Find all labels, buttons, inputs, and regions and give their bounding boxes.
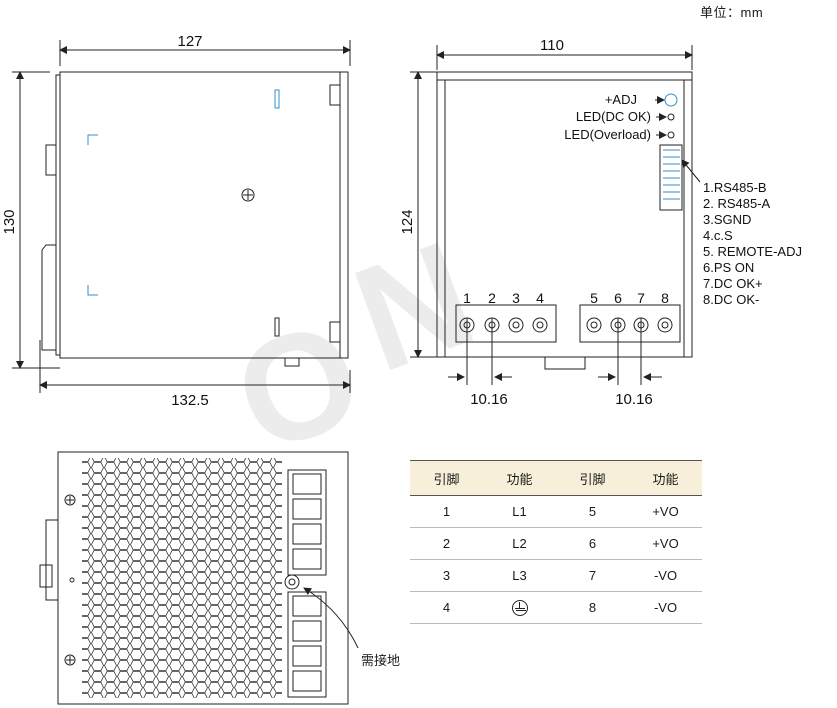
side-width-top-dimension: 127	[177, 33, 202, 50]
pitch-right-dimension: 10.16	[615, 391, 653, 408]
table-cell: L2	[483, 527, 556, 560]
column-header: 功能	[483, 460, 556, 496]
side-width-bottom-dimension: 132.5	[171, 392, 209, 409]
front-width-dimension: 110	[540, 37, 564, 54]
rs485-pin: 4.c.S	[703, 228, 733, 243]
side-view	[12, 40, 351, 393]
table-header-row: 引脚 功能 引脚 功能	[410, 460, 702, 496]
table-row: 1 L1 5 +VO	[410, 495, 702, 528]
pitch-left-dimension: 10.16	[470, 391, 508, 408]
rs485-pin-list: 1.RS485-B 2. RS485-A 3.SGND 4.c.S 5. REM…	[703, 180, 802, 307]
table-cell: 2	[410, 527, 483, 560]
led-dc-ok-label: LED(DC OK)	[576, 109, 651, 124]
table-row: 2 L2 6 +VO	[410, 527, 702, 560]
table-cell	[483, 591, 556, 624]
terminal-number: 6	[614, 290, 622, 306]
rs485-pin: 1.RS485-B	[703, 180, 767, 195]
terminal-number: 7	[637, 290, 645, 306]
table-cell: -VO	[629, 559, 702, 592]
table-cell: 7	[556, 559, 629, 592]
table-cell: +VO	[629, 527, 702, 560]
adj-label: +ADJ	[605, 92, 637, 107]
led-overload-label: LED(Overload)	[564, 127, 651, 142]
table-cell: 1	[410, 495, 483, 528]
ground-required-note: 需接地	[361, 653, 401, 668]
terminal-number: 2	[488, 290, 496, 306]
rs485-pin: 5. REMOTE-ADJ	[703, 244, 802, 259]
table-cell: 3	[410, 559, 483, 592]
unit-label: 单位：mm	[700, 5, 764, 20]
terminal-number: 8	[661, 290, 669, 306]
table-cell: L3	[483, 559, 556, 592]
terminal-number: 1	[463, 290, 471, 306]
table-cell: -VO	[629, 591, 702, 624]
column-header: 功能	[629, 460, 702, 496]
table-row: 3 L3 7 -VO	[410, 559, 702, 592]
column-header: 引脚	[410, 460, 483, 496]
ground-icon	[511, 599, 528, 616]
front-view	[410, 45, 701, 385]
pin-function-table: 引脚 功能 引脚 功能 1 L1 5 +VO 2 L2 6 +VO 3 L3 7…	[410, 460, 702, 624]
terminal-number: 5	[590, 290, 598, 306]
rs485-pin: 7.DC OK+	[703, 276, 763, 291]
terminal-number: 3	[512, 290, 520, 306]
side-height-dimension: 130	[1, 209, 18, 234]
table-cell: 8	[556, 591, 629, 624]
table-cell: +VO	[629, 495, 702, 528]
column-header: 引脚	[556, 460, 629, 496]
table-cell: L1	[483, 495, 556, 528]
table-cell: 5	[556, 495, 629, 528]
rs485-pin: 3.SGND	[703, 212, 751, 227]
table-row: 4 8 -VO	[410, 591, 702, 624]
front-height-dimension: 124	[399, 209, 416, 234]
table-cell: 6	[556, 527, 629, 560]
terminal-number-labels: 1 2 3 4 5 6 7 8	[463, 290, 669, 306]
table-cell: 4	[410, 591, 483, 624]
rs485-pin: 2. RS485-A	[703, 196, 771, 211]
top-view	[39, 451, 359, 705]
rs485-pin: 8.DC OK-	[703, 292, 759, 307]
terminal-number: 4	[536, 290, 544, 306]
rs485-pin: 6.PS ON	[703, 260, 754, 275]
